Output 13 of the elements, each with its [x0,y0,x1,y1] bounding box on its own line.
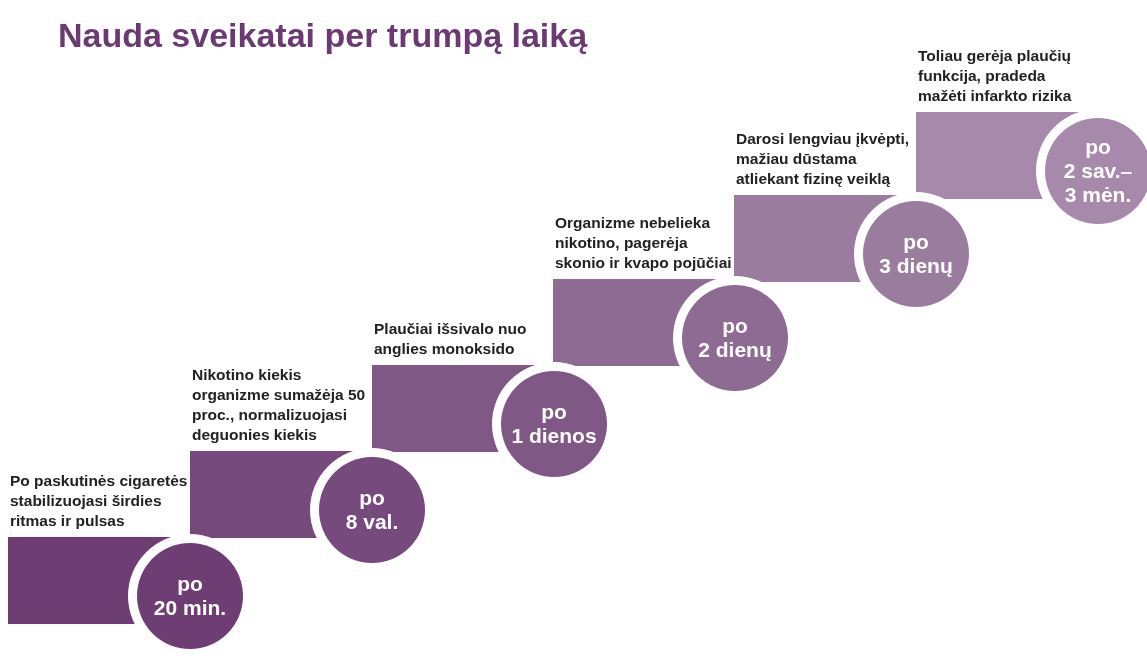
step-description: Plaučiai išsivalo nuo anglies monoksido [374,319,528,359]
time-label: po 8 val. [344,486,400,534]
title: Nauda sveikatai per trumpą laiką [58,16,588,55]
step-description: Toliau gerėja plaučių funkcija, pradeda mažėti infarkto rizika [918,46,1073,106]
step-description: Darosi lengviau įkvėpti, mažiau dūstama atliekant fizinę veiklą [736,129,911,189]
step-description: Organizme nebelieka nikotino, pagerėja skonio ir kvapo pojūčiai [555,213,733,273]
step-description: Nikotino kiekis organizme sumažėja 50 proc., normalizuojasi deguonies kiekis [192,365,367,445]
time-label: po 20 min. [152,572,228,620]
time-label: po 2 dienų [697,314,773,362]
time-label: po 1 dienos [510,400,598,448]
time-label: po 3 dienų [878,230,954,278]
step-description: Po paskutinės cigaretės stabilizuojasi širdies ritmas ir pulsas [10,471,188,531]
time-label: po 2 sav.–3 mėn. [1062,135,1134,207]
